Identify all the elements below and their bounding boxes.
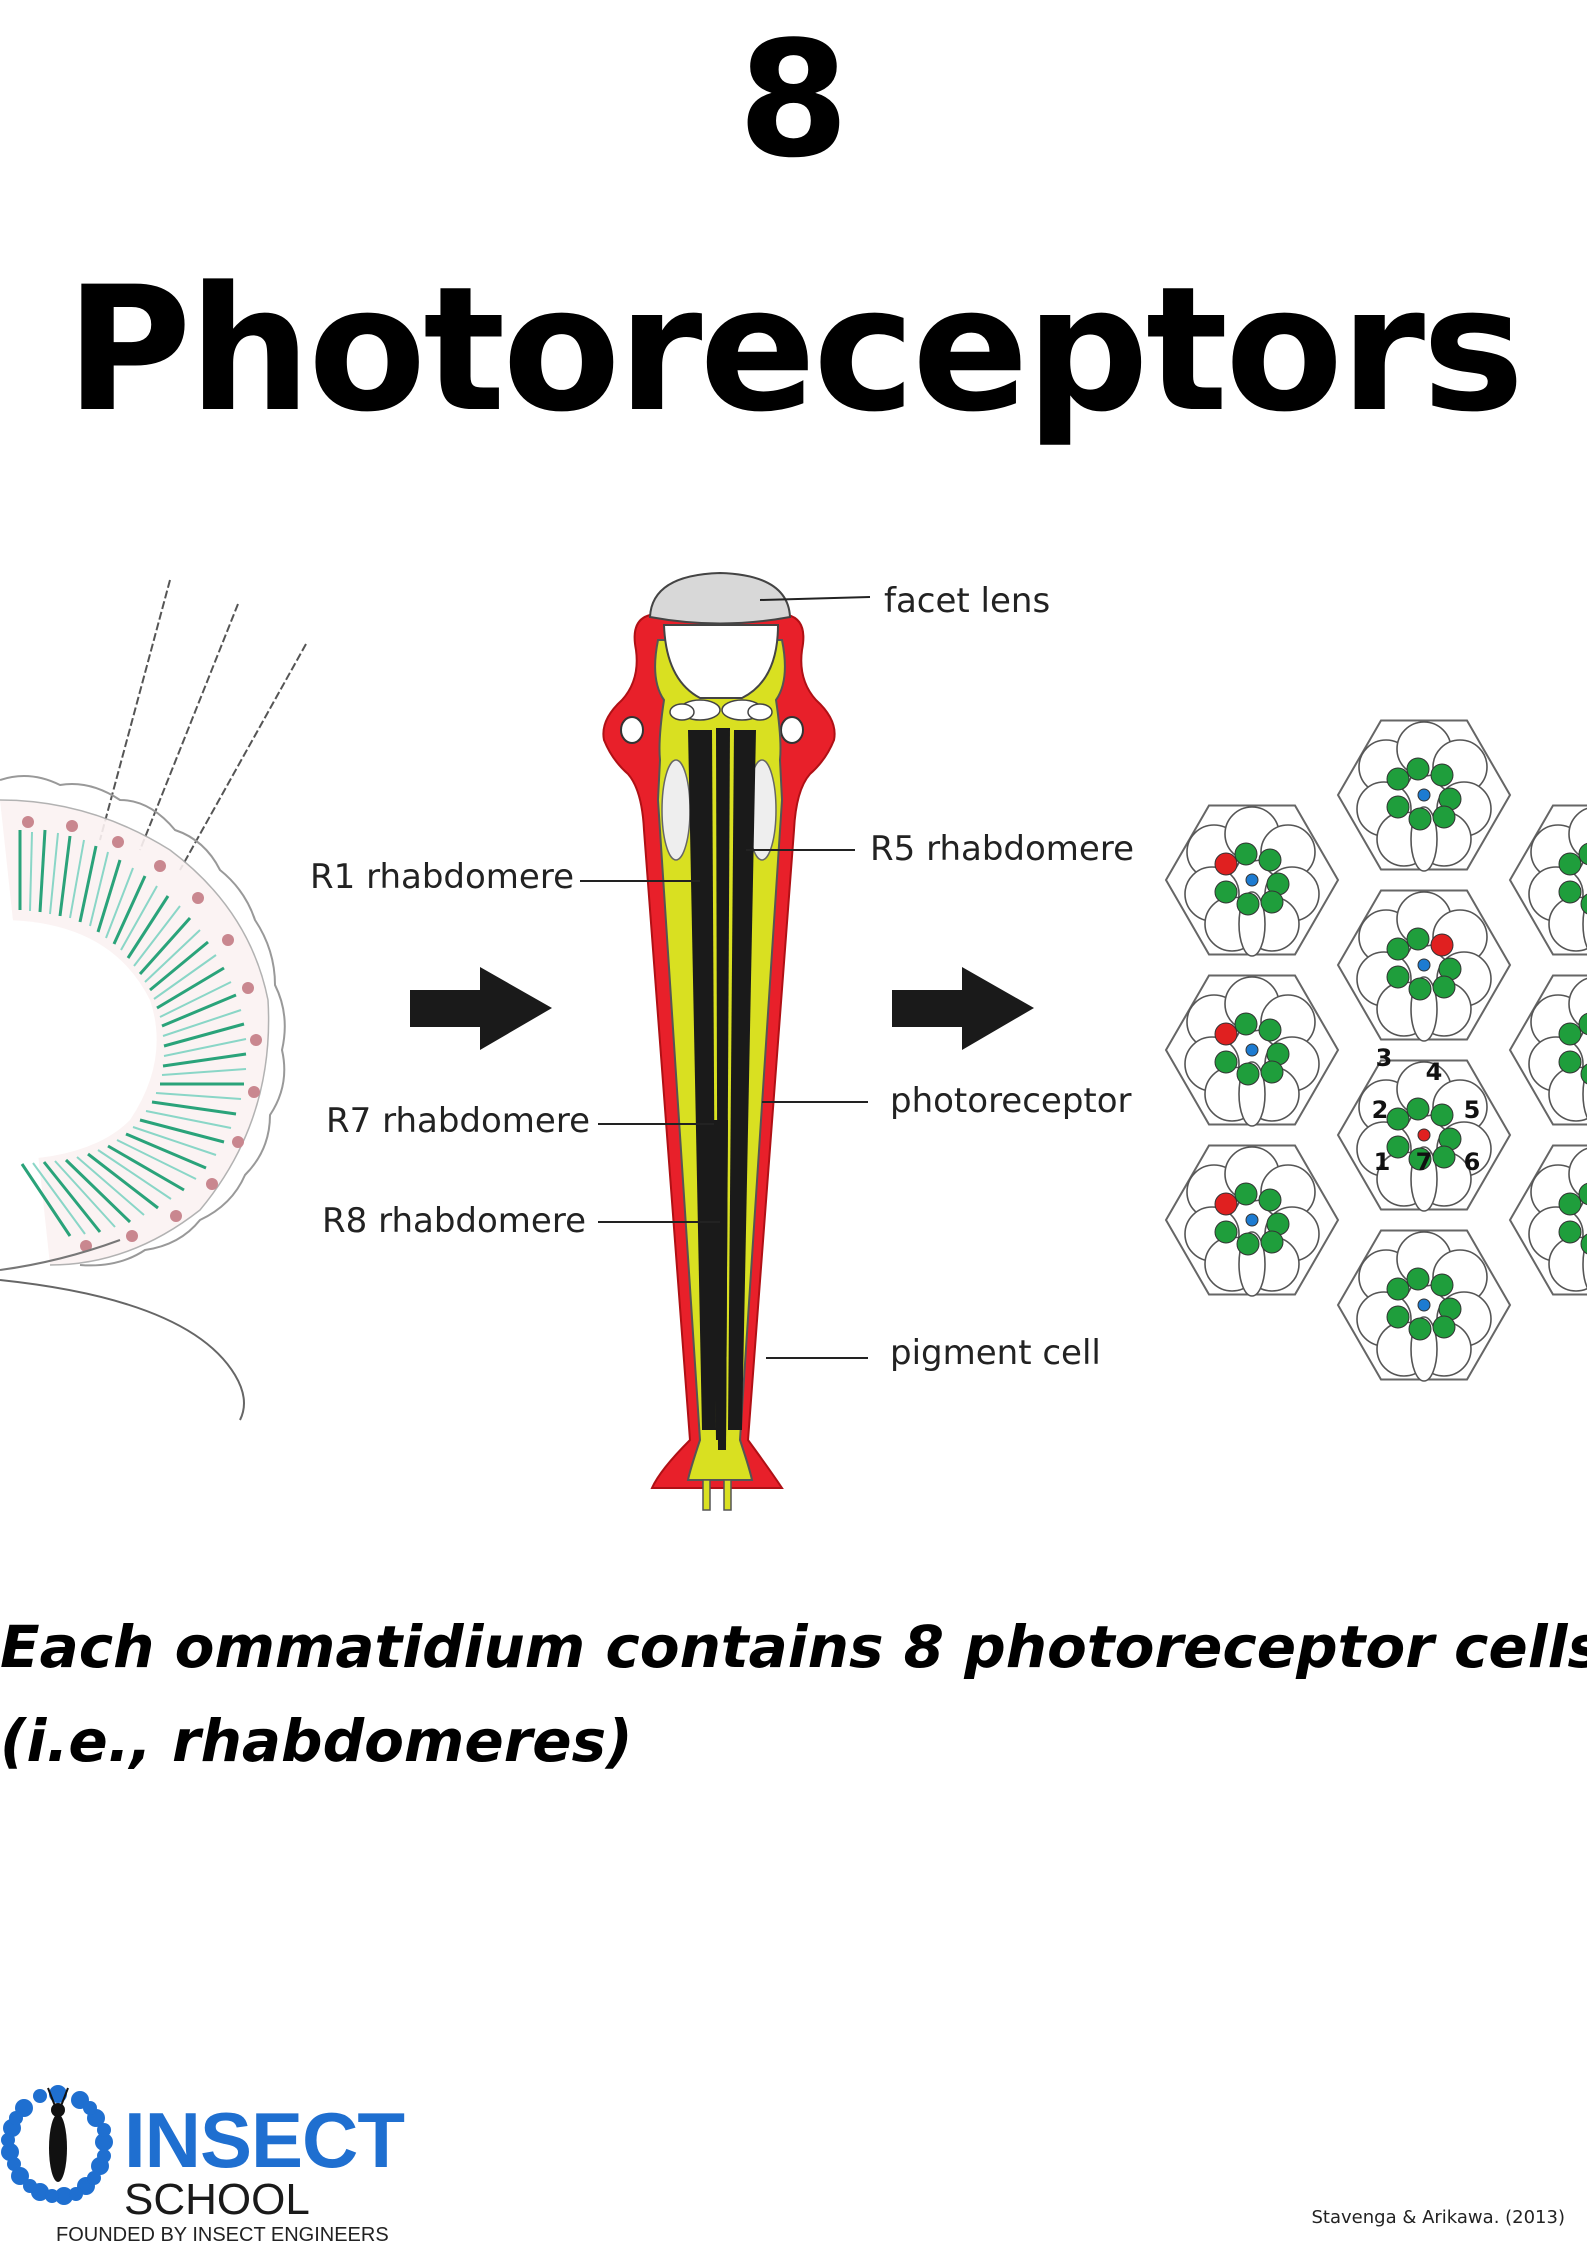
label-r7-rhabdomere: R7 rhabdomere xyxy=(326,1101,590,1141)
logo-word-insect: INSECT xyxy=(124,2096,405,2184)
page-title: Photoreceptors xyxy=(65,249,1525,450)
label-facet-lens: facet lens xyxy=(884,581,1050,621)
ommatidium-hexagon xyxy=(1164,974,1340,1127)
ommatidium-hexagon xyxy=(1336,1229,1512,1382)
cell-number-6: 6 xyxy=(1464,1148,1481,1176)
label-pigment-cell: pigment cell xyxy=(890,1333,1101,1373)
cell-number-1: 1 xyxy=(1374,1148,1391,1176)
image-credit: Stavenga & Arikawa. (2013) xyxy=(1311,2207,1566,2228)
title-number: 8 xyxy=(737,6,850,193)
cell-number-2: 2 xyxy=(1372,1096,1389,1124)
label-r8-rhabdomere: R8 rhabdomere xyxy=(322,1201,586,1241)
cell-number-7: 7 xyxy=(1416,1148,1433,1176)
ommatidium-hexagon xyxy=(1336,719,1512,872)
ommatidium-hexagon xyxy=(1336,1059,1512,1212)
label-photoreceptor: photoreceptor xyxy=(890,1081,1132,1121)
cell-number-3: 3 xyxy=(1376,1044,1393,1072)
arrow-right-2 xyxy=(892,967,1034,1050)
cell-number-5: 5 xyxy=(1464,1096,1481,1124)
ommatidium-hexagon xyxy=(1164,1144,1340,1297)
arrow-right-1 xyxy=(410,967,552,1050)
ommatidium-section xyxy=(580,571,871,1511)
ommatidium-hexagon xyxy=(1164,804,1340,957)
cell-number-4: 4 xyxy=(1426,1058,1443,1086)
caption: Each ommatidium contains 8 photoreceptor… xyxy=(0,1600,1587,1788)
caption-line-1: Each ommatidium contains 8 photoreceptor… xyxy=(0,1613,1587,1681)
label-r1-rhabdomere: R1 rhabdomere xyxy=(310,857,574,897)
ommatidium-hexagon xyxy=(1508,1144,1587,1296)
ommatidium-hexagon xyxy=(1508,804,1587,956)
label-r5-rhabdomere: R5 rhabdomere xyxy=(870,829,1134,869)
caption-line-2: (i.e., rhabdomeres) xyxy=(0,1707,633,1775)
ommatidium-hexagon xyxy=(1508,974,1587,1126)
compound-eye-section xyxy=(0,579,307,1421)
ommatidium-diagram: facet lens R1 rhabdomere R5 rhabdomere R… xyxy=(0,571,1587,1511)
insect-school-logo: INSECT SCHOOL FOUNDED BY INSECT ENGINEER… xyxy=(0,2060,420,2246)
hexagonal-ommatidia-array xyxy=(1164,719,1587,1382)
insect-logo-mark xyxy=(1,2085,113,2205)
logo-word-school: SCHOOL xyxy=(124,2175,310,2224)
ommatidium-hexagon xyxy=(1336,889,1512,1042)
cell-number-labels: 3 4 2 5 1 7 6 xyxy=(1372,1044,1481,1176)
logo-tagline: FOUNDED BY INSECT ENGINEERS xyxy=(56,2224,389,2246)
